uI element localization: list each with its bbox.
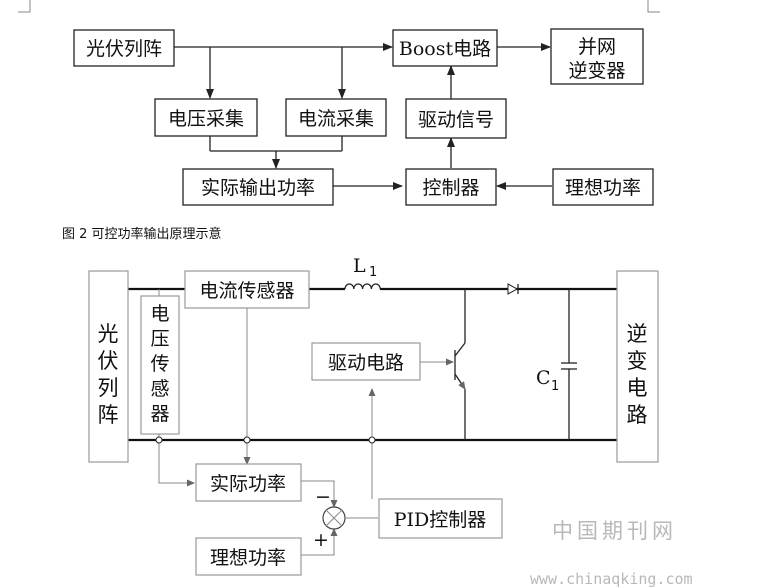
- ideal-power-box: [195, 537, 302, 576]
- bottom-circuit-diagram: L 1 C 1 光 伏 列 阵 电 压 传 感 器 电流传感器: [88, 255, 659, 576]
- voltage-sensor-char-1: 电: [150, 303, 169, 325]
- pv-array-char-3: 列: [98, 376, 119, 400]
- pid-junction: [368, 436, 376, 444]
- plus-sign: +: [313, 529, 329, 551]
- inverter-char-4: 路: [627, 403, 648, 427]
- top-block-diagram: 光伏列阵 Boost电路 并网 逆变器 电压采集 电流采集 驱动信号 实际输出功…: [73, 28, 654, 206]
- inductor-subscript: 1: [369, 265, 377, 280]
- inverter-char-3: 电: [627, 376, 648, 400]
- current-sampling-label: 电流采集: [298, 108, 374, 130]
- figure-caption: 图 2 可控功率输出原理示意: [62, 226, 222, 242]
- corner-mark-left: [18, 0, 31, 13]
- drive-signal-box: [405, 98, 507, 139]
- voltage-sampling-box: [154, 98, 258, 137]
- boost-box: [392, 29, 498, 67]
- capacitor-label: C: [536, 367, 551, 389]
- ideal-power-label: 理想功率: [210, 547, 286, 569]
- transistor-collector: [454, 342, 466, 357]
- grid-inverter-label-1: 并网: [578, 36, 616, 58]
- inverter-box: [616, 270, 659, 463]
- drive-signal-label: 驱动信号: [418, 109, 494, 131]
- voltage-sampling-label: 电压采集: [168, 108, 244, 130]
- pid-controller-box: [378, 498, 503, 539]
- transistor-emitter: [454, 373, 466, 390]
- ideal-power-label: 理想功率: [565, 177, 641, 199]
- pv-array-char-2: 伏: [98, 349, 119, 373]
- actual-power-label: 实际输出功率: [201, 177, 315, 199]
- current-junction: [243, 436, 251, 444]
- inductor-l1: [344, 283, 381, 290]
- corner-mark-right: [647, 0, 660, 13]
- voltage-sensor-box: [140, 295, 180, 435]
- voltage-sensor-char-3: 传: [150, 353, 169, 375]
- actual-to-summer-arrow: [301, 480, 338, 508]
- pid-controller-label: PID控制器: [394, 509, 487, 531]
- inverter-char-2: 变: [627, 349, 648, 373]
- pv-array-label: 光伏列阵: [86, 38, 162, 60]
- pv-array-char-4: 阵: [98, 403, 119, 427]
- grid-inverter-box: [550, 28, 644, 85]
- actual-power-box: [182, 168, 334, 206]
- drive-circuit-box: [311, 342, 421, 381]
- ideal-power-box: [552, 168, 654, 206]
- pv-array-box: [88, 270, 129, 463]
- watermark-cn: 中国期刊网: [552, 519, 677, 543]
- capacitor-subscript: 1: [551, 379, 559, 394]
- voltage-to-actual-arrow: [158, 440, 195, 487]
- summing-cross-b: [325, 509, 343, 527]
- voltage-sensor-char-5: 器: [150, 403, 169, 425]
- watermark-url: www.chinaqking.com: [530, 570, 693, 588]
- pv-array-box: [73, 29, 175, 67]
- current-sampling-box: [285, 98, 387, 137]
- voltage-junction: [155, 436, 163, 444]
- current-sensor-box: [184, 270, 310, 309]
- boost-label: Boost电路: [399, 38, 491, 60]
- diode-symbol: [507, 283, 519, 295]
- voltage-sensor-char-2: 压: [150, 328, 169, 350]
- inductor-label: L: [353, 255, 366, 277]
- voltage-sensor-char-4: 感: [150, 378, 169, 400]
- actual-power-box: [195, 463, 302, 502]
- inverter-char-1: 逆: [627, 322, 648, 346]
- current-sensor-label: 电流传感器: [199, 280, 294, 302]
- pv-array-char-1: 光: [98, 322, 119, 346]
- drive-circuit-label: 驱动电路: [328, 352, 404, 374]
- minus-sign: −: [315, 486, 331, 508]
- ideal-to-summer-arrow: [301, 528, 338, 556]
- controller-box: [405, 168, 497, 206]
- actual-power-label: 实际功率: [210, 473, 286, 495]
- grid-inverter-label-2: 逆变器: [568, 60, 625, 82]
- controller-label: 控制器: [422, 177, 479, 199]
